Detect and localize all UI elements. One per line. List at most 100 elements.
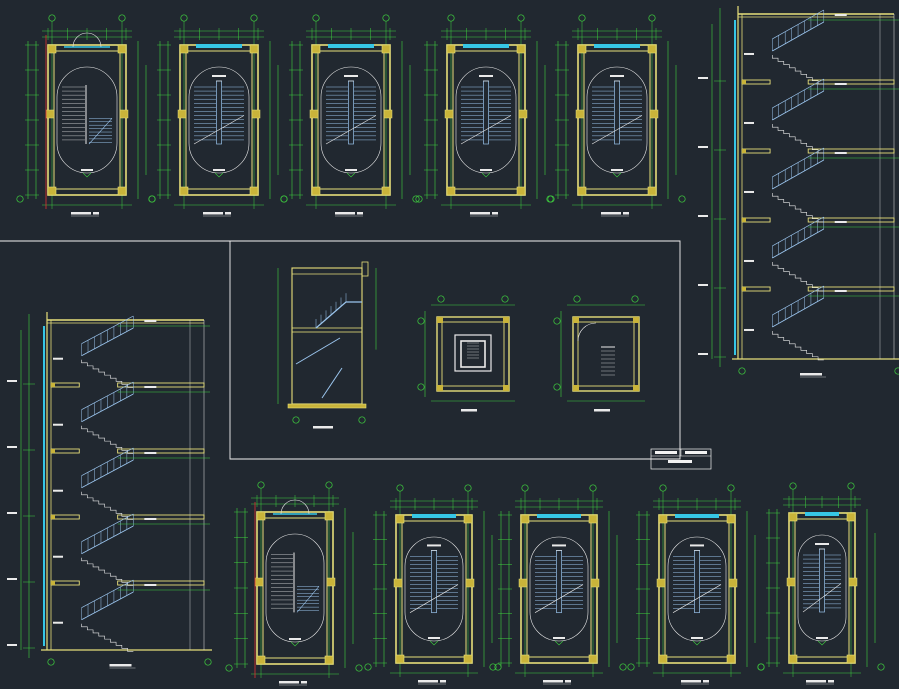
stair-steps bbox=[772, 123, 824, 154]
plan-scale-bar bbox=[93, 212, 99, 215]
column-hatch bbox=[575, 109, 585, 119]
stair-section-icon bbox=[277, 261, 377, 429]
wall-outer bbox=[256, 511, 334, 665]
grid-bubble-icon bbox=[396, 484, 404, 492]
base-slab bbox=[287, 403, 367, 409]
stair-flight bbox=[295, 337, 341, 365]
grid-bubble-icon bbox=[415, 195, 423, 203]
landing-outline bbox=[56, 66, 118, 174]
title-block bbox=[650, 448, 712, 470]
column-hatch bbox=[588, 654, 598, 664]
grid-bubble-icon bbox=[877, 663, 885, 671]
column-hatch bbox=[47, 186, 57, 196]
grid-bubble-icon bbox=[619, 663, 627, 671]
grid-bubble-icon bbox=[678, 195, 686, 203]
column-hatch bbox=[251, 109, 261, 119]
stair-break-line bbox=[460, 115, 512, 145]
stair-break-line bbox=[802, 583, 842, 613]
level-mark bbox=[834, 221, 847, 223]
column-hatch bbox=[846, 654, 856, 664]
grid-bubble-icon bbox=[325, 481, 333, 489]
grid-bubble-icon bbox=[204, 658, 212, 666]
floor-slab bbox=[807, 148, 895, 154]
landing-outline bbox=[188, 66, 250, 174]
column-hatch bbox=[117, 44, 127, 54]
wall-inner bbox=[583, 50, 651, 190]
arrow-mark bbox=[612, 172, 622, 178]
level-mark bbox=[144, 320, 157, 322]
plan-title-bar bbox=[601, 212, 621, 215]
level-mark bbox=[744, 259, 754, 262]
plan-scale-bar bbox=[492, 212, 498, 215]
landing-outline bbox=[404, 536, 464, 642]
grid-bubble-icon bbox=[578, 14, 586, 22]
stair-plan-icon bbox=[546, 14, 686, 217]
grid-bubble-icon bbox=[627, 663, 635, 671]
grid-bubble-icon bbox=[738, 367, 746, 375]
arrow-mark bbox=[82, 172, 92, 178]
level-text-bar bbox=[7, 380, 17, 382]
level-mark bbox=[212, 75, 226, 77]
arrow-mark bbox=[346, 172, 356, 178]
landing-outline bbox=[320, 66, 382, 174]
parapet bbox=[361, 261, 369, 277]
stair-break-line bbox=[296, 586, 320, 613]
stair-steps bbox=[81, 557, 134, 586]
slab-hatch bbox=[51, 383, 55, 387]
plan-scale-bar bbox=[357, 212, 363, 215]
level-mark bbox=[744, 328, 754, 331]
column-hatch bbox=[254, 577, 264, 587]
wall-inner bbox=[401, 520, 467, 658]
grid-bubble-icon bbox=[412, 195, 420, 203]
column-hatch bbox=[518, 578, 528, 588]
level-mark bbox=[53, 621, 63, 624]
column-hatch bbox=[256, 511, 266, 521]
door-swing-icon bbox=[72, 32, 88, 48]
level-mark bbox=[691, 637, 703, 639]
plan-title-bar bbox=[71, 212, 91, 215]
column-hatch bbox=[437, 385, 443, 391]
column-hatch bbox=[395, 654, 405, 664]
stair-plans-group bbox=[16, 14, 885, 686]
column-hatch bbox=[848, 577, 858, 587]
grid-bubble-icon bbox=[47, 658, 55, 666]
column-hatch bbox=[728, 578, 738, 588]
plan-title-bar bbox=[335, 212, 355, 215]
column-hatch bbox=[846, 512, 856, 522]
grid-bubble-icon bbox=[659, 484, 667, 492]
section-title-bar bbox=[109, 664, 132, 667]
stair-sections-group bbox=[7, 6, 899, 669]
column-hatch bbox=[726, 514, 736, 524]
grid-bubble-icon bbox=[48, 14, 56, 22]
level-text-bar bbox=[698, 215, 708, 217]
level-mark bbox=[744, 121, 754, 124]
grid-bubble-icon bbox=[180, 14, 188, 22]
plan-title-bar bbox=[543, 680, 563, 683]
level-mark bbox=[815, 543, 829, 545]
wall-outer bbox=[47, 44, 127, 196]
stair-plan-icon bbox=[16, 14, 156, 217]
level-mark bbox=[53, 489, 63, 492]
slab-hatch bbox=[51, 449, 55, 453]
landing-outline bbox=[586, 66, 648, 174]
level-mark bbox=[81, 169, 93, 171]
column-hatch bbox=[588, 514, 598, 524]
arrow-mark bbox=[290, 641, 300, 647]
column-hatch bbox=[324, 655, 334, 665]
level-mark bbox=[834, 14, 847, 16]
wall-inner bbox=[53, 50, 121, 190]
grid-bubble-icon bbox=[757, 663, 765, 671]
wall-inner bbox=[664, 520, 730, 658]
slab-hatch bbox=[51, 581, 55, 585]
window-glass bbox=[196, 44, 242, 48]
level-mark bbox=[213, 169, 225, 171]
grid-bubble-icon bbox=[847, 482, 855, 490]
plan-title-bar bbox=[681, 680, 701, 683]
wall-inner bbox=[441, 321, 505, 387]
level-mark bbox=[479, 75, 493, 77]
level-text-bar bbox=[7, 578, 17, 580]
stair-steps bbox=[772, 261, 824, 292]
level-mark bbox=[144, 452, 157, 454]
door-swing-icon bbox=[86, 32, 102, 48]
